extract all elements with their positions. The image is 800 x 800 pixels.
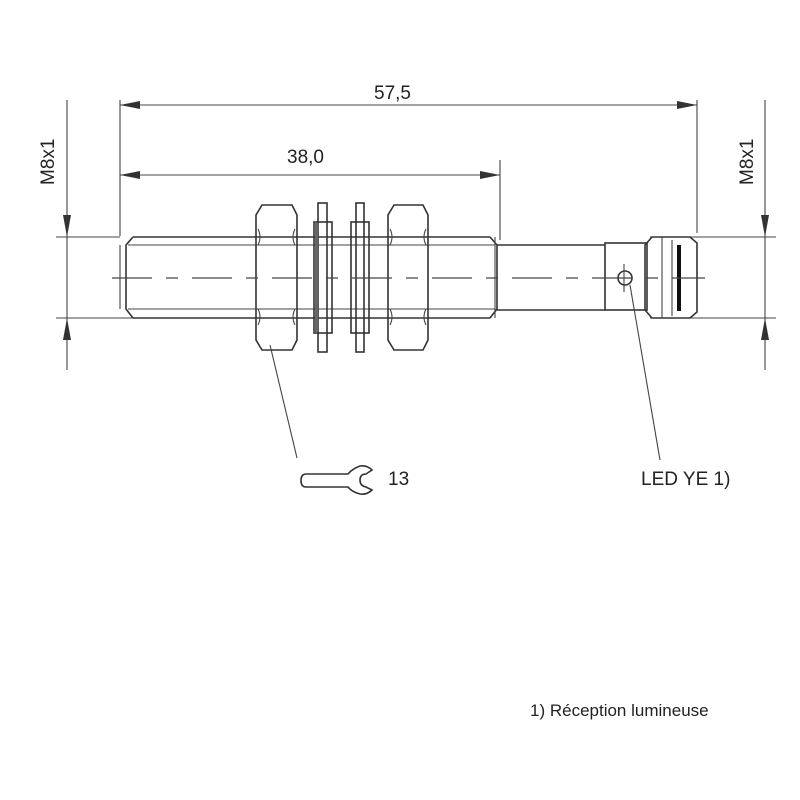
led-label: LED YE 1) [641, 469, 731, 490]
wrench-size-label: 13 [388, 469, 410, 490]
dimension-label-thread-length: 38,0 [287, 147, 324, 168]
dimension-label-thread-right: M8x1 [737, 138, 758, 185]
dimension-thread-left [56, 100, 256, 370]
wrench-icon [300, 465, 374, 495]
nut-right [387, 204, 429, 351]
nut-left [255, 204, 298, 351]
footnote: 1) Réception lumineuse [530, 701, 709, 720]
threaded-body [119, 236, 498, 319]
dimension-label-thread-left: M8x1 [38, 138, 59, 185]
leader-led [629, 284, 661, 461]
rear-body [497, 242, 648, 311]
dimension-overall [119, 100, 698, 236]
dimension-label-overall: 57,5 [374, 83, 411, 104]
dimension-thread-length [120, 160, 501, 240]
leader-wrench [269, 344, 298, 459]
dimension-thread-right [650, 100, 776, 370]
